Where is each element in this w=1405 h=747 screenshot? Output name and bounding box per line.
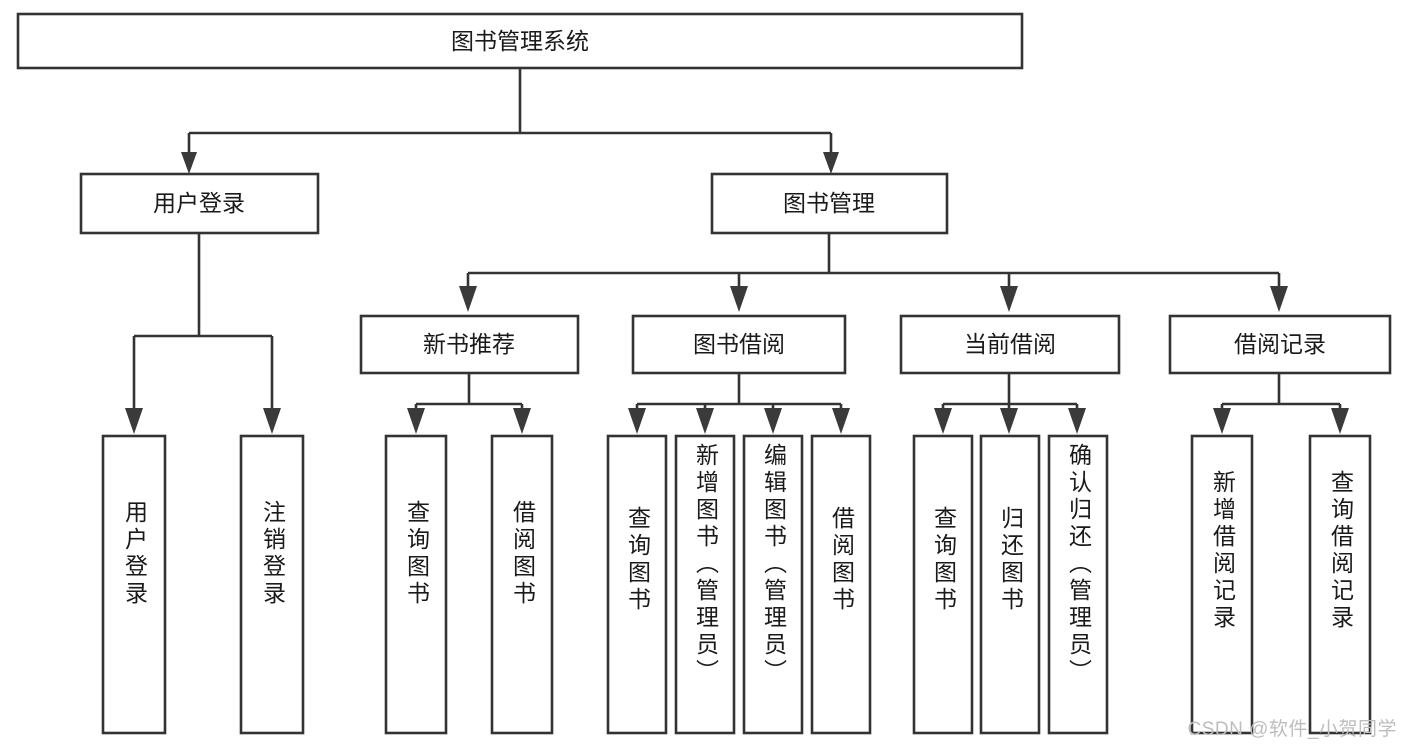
node-leaf-logout[interactable] xyxy=(239,434,305,735)
csdn-watermark: CSDN @软件_小贺同学 xyxy=(1187,719,1397,740)
node-leaf-query-book-rec[interactable] xyxy=(384,434,448,735)
node-new-book-recommend-label: 新书推荐 xyxy=(423,331,515,357)
node-book-management[interactable]: 图书管理 xyxy=(710,172,949,235)
node-leaf-return-book[interactable] xyxy=(979,434,1041,735)
connector-book-mgmt-to-level3 xyxy=(459,233,1288,312)
node-book-management-label: 图书管理 xyxy=(783,190,875,216)
connector-current-borrow-to-leaves xyxy=(934,373,1086,434)
node-leaf-borrow-book-rec[interactable] xyxy=(490,434,554,735)
node-leaf-add-book-admin[interactable] xyxy=(674,434,736,735)
node-leaf-add-borrow-record[interactable] xyxy=(1190,434,1254,735)
connector-book-borrow-to-leaves xyxy=(628,373,850,434)
node-leaf-query-borrow-record[interactable] xyxy=(1308,434,1372,735)
node-user-login-label: 用户登录 xyxy=(153,190,245,216)
node-leaf-user-login[interactable] xyxy=(101,434,167,735)
node-book-borrow-label: 图书借阅 xyxy=(693,331,785,357)
node-leaf-confirm-return-admin[interactable] xyxy=(1047,434,1109,735)
node-new-book-recommend[interactable]: 新书推荐 xyxy=(359,314,580,375)
node-leaf-query-book-borrow[interactable] xyxy=(606,434,668,735)
node-root-system[interactable]: 图书管理系统 xyxy=(16,12,1024,70)
node-user-login[interactable]: 用户登录 xyxy=(79,172,320,235)
node-root-system-label: 图书管理系统 xyxy=(451,28,589,54)
connector-user-login-to-leaves xyxy=(125,233,281,434)
node-leaf-edit-book-admin[interactable] xyxy=(742,434,804,735)
node-current-borrow[interactable]: 当前借阅 xyxy=(899,314,1121,375)
connector-new-book-rec-to-leaves xyxy=(407,373,531,434)
node-current-borrow-label: 当前借阅 xyxy=(964,331,1056,357)
connector-borrow-record-to-leaves xyxy=(1213,373,1349,434)
node-borrow-record[interactable]: 借阅记录 xyxy=(1168,314,1392,375)
node-book-borrow[interactable]: 图书借阅 xyxy=(631,314,847,375)
node-leaf-borrow-book[interactable] xyxy=(810,434,872,735)
node-leaf-query-book-current[interactable] xyxy=(912,434,974,735)
connector-root-to-level2 xyxy=(181,69,839,174)
node-borrow-record-label: 借阅记录 xyxy=(1234,331,1326,357)
